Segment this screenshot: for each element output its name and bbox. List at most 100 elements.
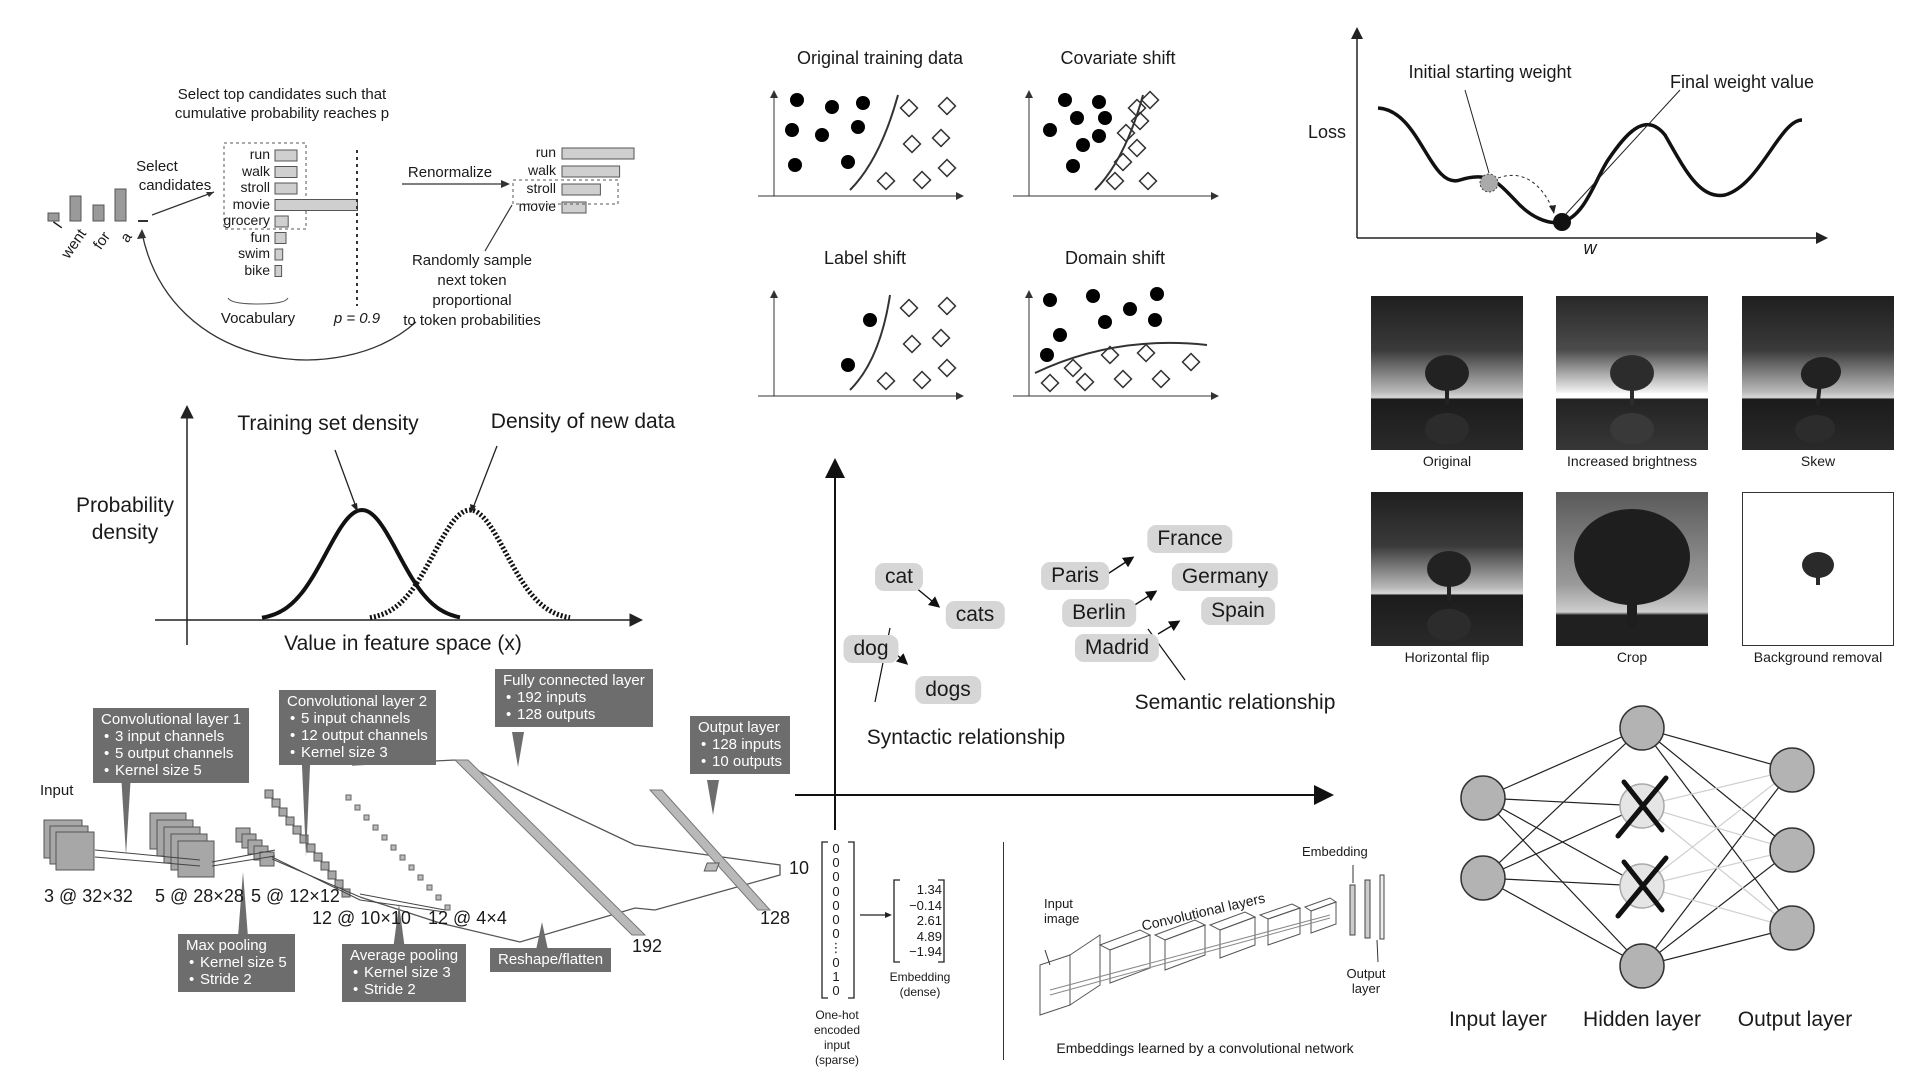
photo-crop xyxy=(1556,492,1708,646)
renorm-bar xyxy=(561,201,587,214)
density-xlabel: Value in feature space (x) xyxy=(284,632,522,655)
photo-background-removal xyxy=(1742,492,1894,646)
context-bar xyxy=(47,212,60,222)
dim-label: 192 xyxy=(632,936,663,956)
dense-entry: −1.94 xyxy=(909,944,942,959)
vocab-word: stroll xyxy=(240,179,270,195)
weight-axis-label: w xyxy=(1583,238,1597,258)
covariate-plot xyxy=(1013,90,1219,200)
vocab-word: grocery xyxy=(223,212,270,228)
cnn-graphics xyxy=(43,720,781,950)
vocab-bar xyxy=(274,149,298,162)
loss-axis-label: Loss xyxy=(1308,122,1347,142)
renorm-word: stroll xyxy=(526,180,556,196)
word-cat: cat xyxy=(874,563,924,591)
syntactic-label: Syntactic relationship xyxy=(866,726,1066,749)
hidden-neuron xyxy=(1619,705,1665,751)
density-ylabel-line2: density xyxy=(91,521,159,544)
caption-original: Original xyxy=(1422,453,1472,469)
conv2-title: Convolutional layer 2 xyxy=(287,693,428,710)
word-spain: Spain xyxy=(1201,597,1275,625)
conv1-callout: Convolutional layer 1 3 input channels5 … xyxy=(93,708,250,783)
input-neuron xyxy=(1460,855,1506,901)
maxpool-callout: Max pooling Kernel size 5Stride 2 xyxy=(178,934,295,992)
semantic-label: Semantic relationship xyxy=(1134,691,1336,714)
avgpool-item: Kernel size 3 xyxy=(353,964,458,981)
cnn-input-label: Input xyxy=(40,782,74,799)
input-image-line: Input xyxy=(1044,896,1073,911)
vocab-bar xyxy=(274,248,284,261)
vocab-bar xyxy=(274,232,287,244)
conv1-item: Kernel size 5 xyxy=(104,762,241,779)
conv2-callout: Convolutional layer 2 5 input channels12… xyxy=(279,690,436,765)
sample-line3: proportional xyxy=(432,292,512,309)
maxpool-item: Stride 2 xyxy=(189,971,287,988)
photo-skew xyxy=(1742,296,1894,450)
conv2-item: 5 input channels xyxy=(290,710,428,727)
context-bar xyxy=(69,195,82,222)
conv2-item: 12 output channels xyxy=(290,727,428,744)
embedding-label: Embedding xyxy=(1302,844,1368,859)
vocab-bar xyxy=(274,265,283,277)
onehot-label-line: encoded xyxy=(813,1023,861,1037)
dim-label: 3 @ 32×32 xyxy=(44,886,133,906)
caption-background-removal: Background removal xyxy=(1753,649,1883,665)
fc-title: Fully connected layer xyxy=(503,672,645,689)
word-berlin: Berlin xyxy=(1062,599,1136,627)
reshape-callout: Reshape/flatten xyxy=(490,948,612,972)
covariate-title: Covariate shift xyxy=(1060,48,1176,68)
maxpool-item: Kernel size 5 xyxy=(189,954,287,971)
onehot-label: One-hot encoded input (sparse) xyxy=(814,1008,860,1068)
reshape-label: Reshape/flatten xyxy=(498,951,604,968)
label-shift-title: Label shift xyxy=(823,248,907,268)
maxpool-title: Max pooling xyxy=(186,937,267,954)
vocab-word: swim xyxy=(238,245,270,261)
input-layer-label: Input layer xyxy=(1448,1008,1548,1031)
dim-label: 10 xyxy=(789,858,810,878)
onehot-entry: 0 xyxy=(832,869,840,885)
vocab-word: walk xyxy=(241,162,270,179)
input-image-label: Input image xyxy=(1044,896,1079,926)
dense-entry: 4.89 xyxy=(916,928,942,944)
conv1-item: 5 output channels xyxy=(104,745,241,762)
context-bar xyxy=(92,204,105,222)
sample-line2: next token xyxy=(437,272,507,289)
onehot-entry: 0 xyxy=(832,926,840,942)
avgpool-item: Stride 2 xyxy=(353,981,458,998)
input-image-line: image xyxy=(1044,911,1080,926)
dim-label: 5 @ 28×28 xyxy=(155,886,244,906)
caption-crop: Crop xyxy=(1616,649,1648,665)
onehot-label-line: input xyxy=(823,1038,851,1052)
avgpool-callout: Average pooling Kernel size 3Stride 2 xyxy=(342,944,467,1002)
word-dog: dog xyxy=(843,635,899,663)
conv1-item: 3 input channels xyxy=(104,728,241,745)
conv2-item: Kernel size 3 xyxy=(290,744,428,761)
vocabulary-label: Vocabulary xyxy=(220,310,296,327)
onehot-entry: 0 xyxy=(832,841,840,856)
caption-skew: Skew xyxy=(1800,453,1836,469)
output-layer-label: Output layer xyxy=(1346,966,1385,996)
renorm-bar xyxy=(561,183,601,196)
output-title: Output layer xyxy=(698,719,780,736)
vocab-bar xyxy=(274,166,298,178)
vector-brackets xyxy=(821,841,945,999)
renormalize-label: Renormalize xyxy=(407,164,493,181)
vocab-word: run xyxy=(249,146,270,162)
vocab-word: fun xyxy=(250,228,270,245)
dense-entry: −0.14 xyxy=(909,897,942,913)
final-weight-label: Final weight value xyxy=(1669,72,1815,92)
label-shift-plot xyxy=(758,290,964,400)
onehot-label-line: One-hot xyxy=(815,1008,859,1022)
hidden-layer-label: Hidden layer xyxy=(1583,1008,1701,1031)
separator-line xyxy=(1003,842,1004,1060)
photo-horizontal-flip xyxy=(1371,492,1523,646)
word-dogs: dogs xyxy=(915,676,981,704)
avgpool-title: Average pooling xyxy=(350,947,459,964)
dim-label: 5 @ 12×12 xyxy=(251,886,340,906)
word-france: France xyxy=(1147,525,1233,553)
conv1-title: Convolutional layer 1 xyxy=(101,711,242,728)
original-title: Original training data xyxy=(796,48,964,68)
vocab-bar xyxy=(274,215,289,228)
caption-brightness: Increased brightness xyxy=(1567,453,1697,469)
